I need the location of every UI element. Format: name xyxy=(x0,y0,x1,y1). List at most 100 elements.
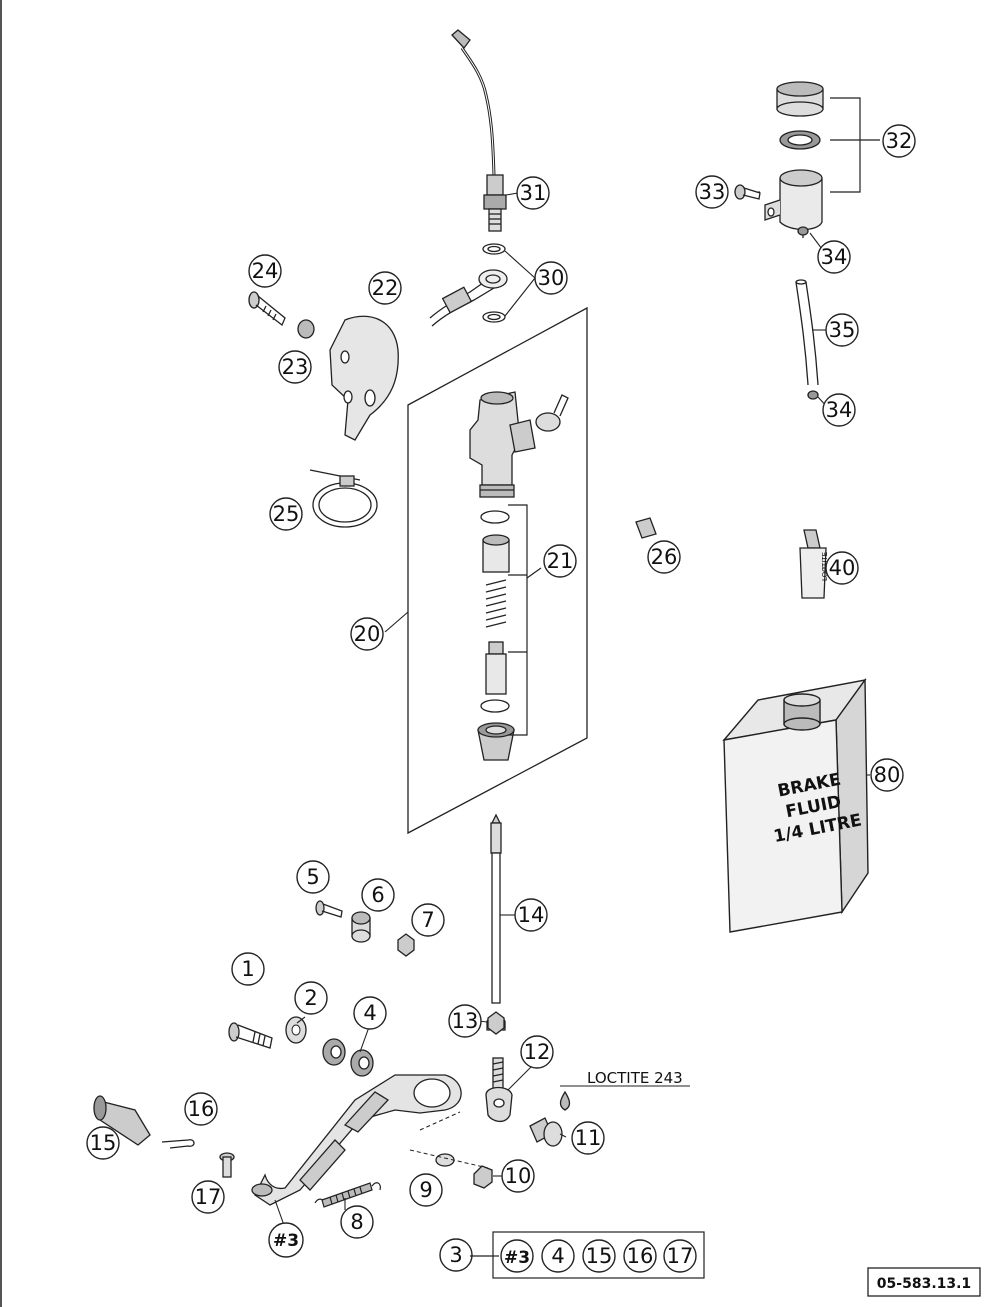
brake-fluid-can xyxy=(722,677,869,933)
clevis xyxy=(485,1057,513,1123)
brake-pedal xyxy=(251,1074,462,1206)
return-spring xyxy=(314,1182,381,1208)
kit-item-label: 4 xyxy=(551,1244,564,1268)
callout-circle xyxy=(825,313,859,347)
callout-number: 16 xyxy=(188,1097,215,1121)
part-callouts: 1234567891011121314151617202122232425263… xyxy=(86,124,916,1272)
master-cylinder xyxy=(469,391,569,761)
callout-circle xyxy=(822,393,856,427)
callout-circle xyxy=(882,124,916,158)
callout-number: 12 xyxy=(524,1040,551,1064)
banjo-fitting xyxy=(429,243,508,327)
callout-number: 6 xyxy=(371,883,384,907)
callout-circle xyxy=(501,1159,535,1193)
callout-circle xyxy=(353,996,387,1030)
kit-item-circle xyxy=(541,1239,575,1273)
callout-circle xyxy=(647,540,681,574)
kit-item-label: 16 xyxy=(627,1244,654,1268)
kit-box xyxy=(492,1231,705,1279)
cable-tie xyxy=(309,469,378,528)
callout-circle xyxy=(695,175,729,209)
callout-number: 7 xyxy=(421,908,434,932)
callout-number: 25 xyxy=(273,502,300,526)
callout-number: 23 xyxy=(282,355,309,379)
reference-box xyxy=(867,1267,981,1297)
assembly-20-frame xyxy=(407,306,588,835)
nut-10 xyxy=(473,1165,493,1189)
callout-circle xyxy=(448,1004,482,1038)
callout-circle xyxy=(340,1205,374,1239)
fluid-reservoir xyxy=(764,81,824,238)
callout-number: 30 xyxy=(538,266,565,290)
nut-13 xyxy=(487,1011,505,1035)
stop-screw xyxy=(315,900,343,918)
nut-7 xyxy=(397,933,415,957)
callout-number: 31 xyxy=(520,181,547,205)
kit-contents: #3 4 15 16 17 xyxy=(500,1239,697,1273)
callout-number: 17 xyxy=(195,1185,222,1209)
callout-circle xyxy=(296,860,330,894)
callout-number: 5 xyxy=(306,865,319,889)
callout-number: 13 xyxy=(452,1009,479,1033)
kit-item-circle xyxy=(500,1239,534,1273)
pin-17 xyxy=(219,1152,235,1178)
callout-number: 9 xyxy=(419,1178,432,1202)
callout-number: 10 xyxy=(505,1164,532,1188)
kit-item-circle xyxy=(663,1239,697,1273)
reservoir-hose xyxy=(795,226,819,400)
callout-circle xyxy=(278,350,312,384)
callout-circle xyxy=(368,271,402,305)
kit-item-circle xyxy=(623,1239,657,1273)
brake-light-switch xyxy=(451,29,507,232)
callout-circle xyxy=(825,551,859,585)
callout-number: 2 xyxy=(304,986,317,1010)
callout-circle xyxy=(184,1092,218,1126)
shield-bolt xyxy=(248,291,286,327)
reservoir-bolt xyxy=(734,184,761,200)
callout-circle xyxy=(231,952,265,986)
callout-circle xyxy=(361,878,395,912)
callout-number: 34 xyxy=(821,245,848,269)
callout-circle xyxy=(534,261,568,295)
callout-number: 14 xyxy=(518,903,545,927)
reference-number: 05-583.13.1 xyxy=(877,1276,971,1292)
callout-number: 80 xyxy=(874,763,901,787)
callout-number: 1 xyxy=(241,957,254,981)
pivot-bolt xyxy=(228,1022,273,1049)
assembly-callout-circle xyxy=(268,1222,304,1258)
callout-number: 3 xyxy=(449,1243,462,1267)
callout-circle xyxy=(571,1121,605,1155)
callout-circle xyxy=(350,617,384,651)
shield-nut xyxy=(297,319,315,339)
kit-item-label: 15 xyxy=(586,1244,613,1268)
callout-number: 11 xyxy=(575,1126,602,1150)
callout-number: 32 xyxy=(886,129,913,153)
spring-clip xyxy=(161,1139,195,1149)
loctite-note: LOCTITE 243 xyxy=(587,1069,683,1087)
callout-circle xyxy=(191,1180,225,1214)
kit-item-label: #3 xyxy=(504,1248,530,1268)
kit-item-label: 17 xyxy=(667,1244,694,1268)
spacer xyxy=(351,911,371,943)
kit-item-circle xyxy=(582,1239,616,1273)
bearings xyxy=(322,1038,374,1077)
callout-circle xyxy=(294,981,328,1015)
callout-number: 33 xyxy=(699,180,726,204)
bottle-label: LOCTITE xyxy=(821,552,829,581)
callout-number: 22 xyxy=(372,276,399,300)
leader-lines xyxy=(274,191,870,1229)
callout-circle xyxy=(269,497,303,531)
assembly-label: #3 xyxy=(273,1231,299,1251)
clevis-bolt xyxy=(529,1090,571,1147)
callout-circle xyxy=(516,176,550,210)
callout-circle xyxy=(870,758,904,792)
callout-number: 21 xyxy=(547,549,574,573)
callout-circle xyxy=(520,1035,554,1069)
pedal-axle xyxy=(93,1095,151,1146)
callout-circle xyxy=(543,544,577,578)
callout-number: 24 xyxy=(252,259,279,283)
callout-number: 20 xyxy=(354,622,381,646)
loctite-bottle: LOCTITE xyxy=(799,529,829,599)
callout-circle xyxy=(86,1126,120,1160)
